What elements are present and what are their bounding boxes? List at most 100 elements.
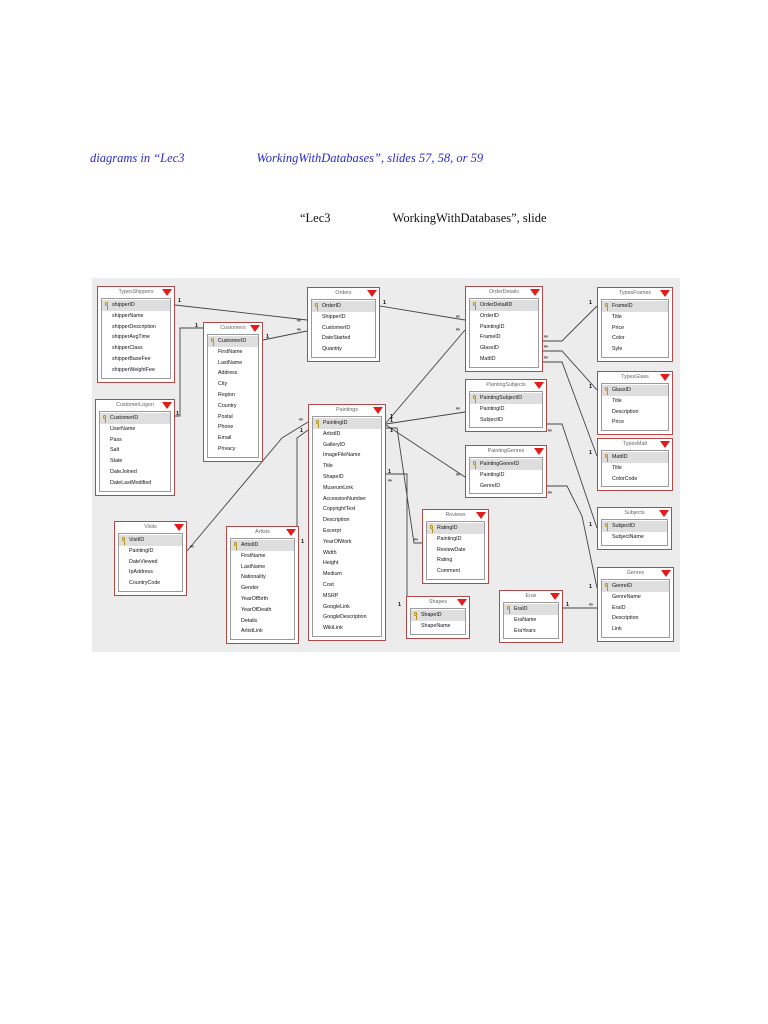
dropdown-triangle-icon[interactable] — [550, 593, 560, 600]
field-row[interactable]: RatingID — [427, 523, 484, 534]
field-row[interactable]: IpAddress — [119, 567, 182, 578]
field-row[interactable]: Comment — [427, 566, 484, 577]
field-row[interactable]: DateStarted — [312, 333, 375, 344]
field-row[interactable]: DateJoined — [100, 467, 170, 478]
field-row[interactable]: PaintingID — [427, 534, 484, 545]
field-row[interactable]: GenreID — [602, 581, 669, 592]
field-row[interactable]: State — [100, 456, 170, 467]
dropdown-triangle-icon[interactable] — [530, 289, 540, 296]
field-row[interactable]: ShapeName — [411, 621, 465, 632]
dropdown-triangle-icon[interactable] — [250, 325, 260, 332]
dropdown-triangle-icon[interactable] — [660, 441, 670, 448]
field-row[interactable]: Title — [602, 312, 668, 323]
field-row[interactable]: Description — [602, 407, 668, 418]
field-row[interactable]: Country — [208, 401, 258, 412]
field-row[interactable]: PaintingID — [470, 470, 542, 481]
field-row[interactable]: Link — [602, 624, 669, 635]
field-row[interactable]: SubjectName — [602, 532, 667, 543]
dropdown-triangle-icon[interactable] — [373, 407, 383, 414]
field-row[interactable]: PaintingID — [470, 322, 538, 333]
dropdown-triangle-icon[interactable] — [457, 599, 467, 606]
field-row[interactable]: ArtistID — [231, 540, 294, 551]
dropdown-triangle-icon[interactable] — [660, 290, 670, 297]
field-row[interactable]: YearOfBirth — [231, 594, 294, 605]
field-row[interactable]: ImageFileName — [313, 450, 381, 461]
field-row[interactable]: Description — [602, 613, 669, 624]
dropdown-triangle-icon[interactable] — [174, 524, 184, 531]
dropdown-triangle-icon[interactable] — [534, 382, 544, 389]
field-row[interactable]: OrderDetailID — [470, 300, 538, 311]
field-row[interactable]: OrderID — [312, 301, 375, 312]
field-row[interactable]: Region — [208, 390, 258, 401]
dropdown-triangle-icon[interactable] — [534, 448, 544, 455]
field-row[interactable]: OrderID — [470, 311, 538, 322]
field-row[interactable]: ColorCode — [602, 474, 668, 485]
field-row[interactable]: Excerpt — [313, 526, 381, 537]
field-row[interactable]: CustomerID — [312, 323, 375, 334]
field-row[interactable]: shipperClass — [102, 343, 170, 354]
field-row[interactable]: GenreName — [602, 592, 669, 603]
field-row[interactable]: FirstName — [231, 551, 294, 562]
dropdown-triangle-icon[interactable] — [286, 529, 296, 536]
field-row[interactable]: City — [208, 379, 258, 390]
field-row[interactable]: shipperAvgTime — [102, 332, 170, 343]
field-row[interactable]: shipperWeightFee — [102, 365, 170, 376]
field-row[interactable]: shipperID — [102, 300, 170, 311]
field-row[interactable]: Postal — [208, 412, 258, 423]
field-row[interactable]: PaintingSubjectID — [470, 393, 542, 404]
dropdown-triangle-icon[interactable] — [162, 289, 172, 296]
field-row[interactable]: shipperBaseFee — [102, 354, 170, 365]
field-row[interactable]: GoogleDescription — [313, 612, 381, 623]
field-row[interactable]: Color — [602, 333, 668, 344]
field-row[interactable]: Phone — [208, 422, 258, 433]
field-row[interactable]: AccessionNumber — [313, 494, 381, 505]
field-row[interactable]: PaintingGenreID — [470, 459, 542, 470]
field-row[interactable]: VisitID — [119, 535, 182, 546]
field-row[interactable]: ShapeID — [313, 472, 381, 483]
field-row[interactable]: CopyrightText — [313, 504, 381, 515]
field-row[interactable]: YearOfDeath — [231, 605, 294, 616]
field-row[interactable]: Details — [231, 616, 294, 627]
field-row[interactable]: Title — [602, 463, 668, 474]
field-row[interactable]: Gender — [231, 583, 294, 594]
dropdown-triangle-icon[interactable] — [162, 402, 172, 409]
field-row[interactable]: Medium — [313, 569, 381, 580]
field-row[interactable]: DateLastModified — [100, 478, 170, 489]
dropdown-triangle-icon[interactable] — [661, 570, 671, 577]
field-row[interactable]: Syle — [602, 344, 668, 355]
field-row[interactable]: Salt — [100, 445, 170, 456]
field-row[interactable]: GalleryID — [313, 440, 381, 451]
field-row[interactable]: PaintingID — [470, 404, 542, 415]
field-row[interactable]: WikiLink — [313, 623, 381, 634]
field-row[interactable]: Description — [313, 515, 381, 526]
field-row[interactable]: LastName — [208, 358, 258, 369]
field-row[interactable]: GlassID — [602, 385, 668, 396]
field-row[interactable]: Email — [208, 433, 258, 444]
field-row[interactable]: GlassID — [470, 343, 538, 354]
field-row[interactable]: EraName — [504, 615, 558, 626]
field-row[interactable]: GoogleLink — [313, 602, 381, 613]
field-row[interactable]: Height — [313, 558, 381, 569]
field-row[interactable]: PaintingID — [119, 546, 182, 557]
field-row[interactable]: EraID — [602, 603, 669, 614]
field-row[interactable]: FrameID — [602, 301, 668, 312]
field-row[interactable]: Price — [602, 323, 668, 334]
field-row[interactable]: FrameID — [470, 332, 538, 343]
field-row[interactable]: MattID — [602, 452, 668, 463]
field-row[interactable]: SubjectID — [602, 521, 667, 532]
field-row[interactable]: MattID — [470, 354, 538, 365]
field-row[interactable]: UserName — [100, 424, 170, 435]
field-row[interactable]: CountryCode — [119, 578, 182, 589]
